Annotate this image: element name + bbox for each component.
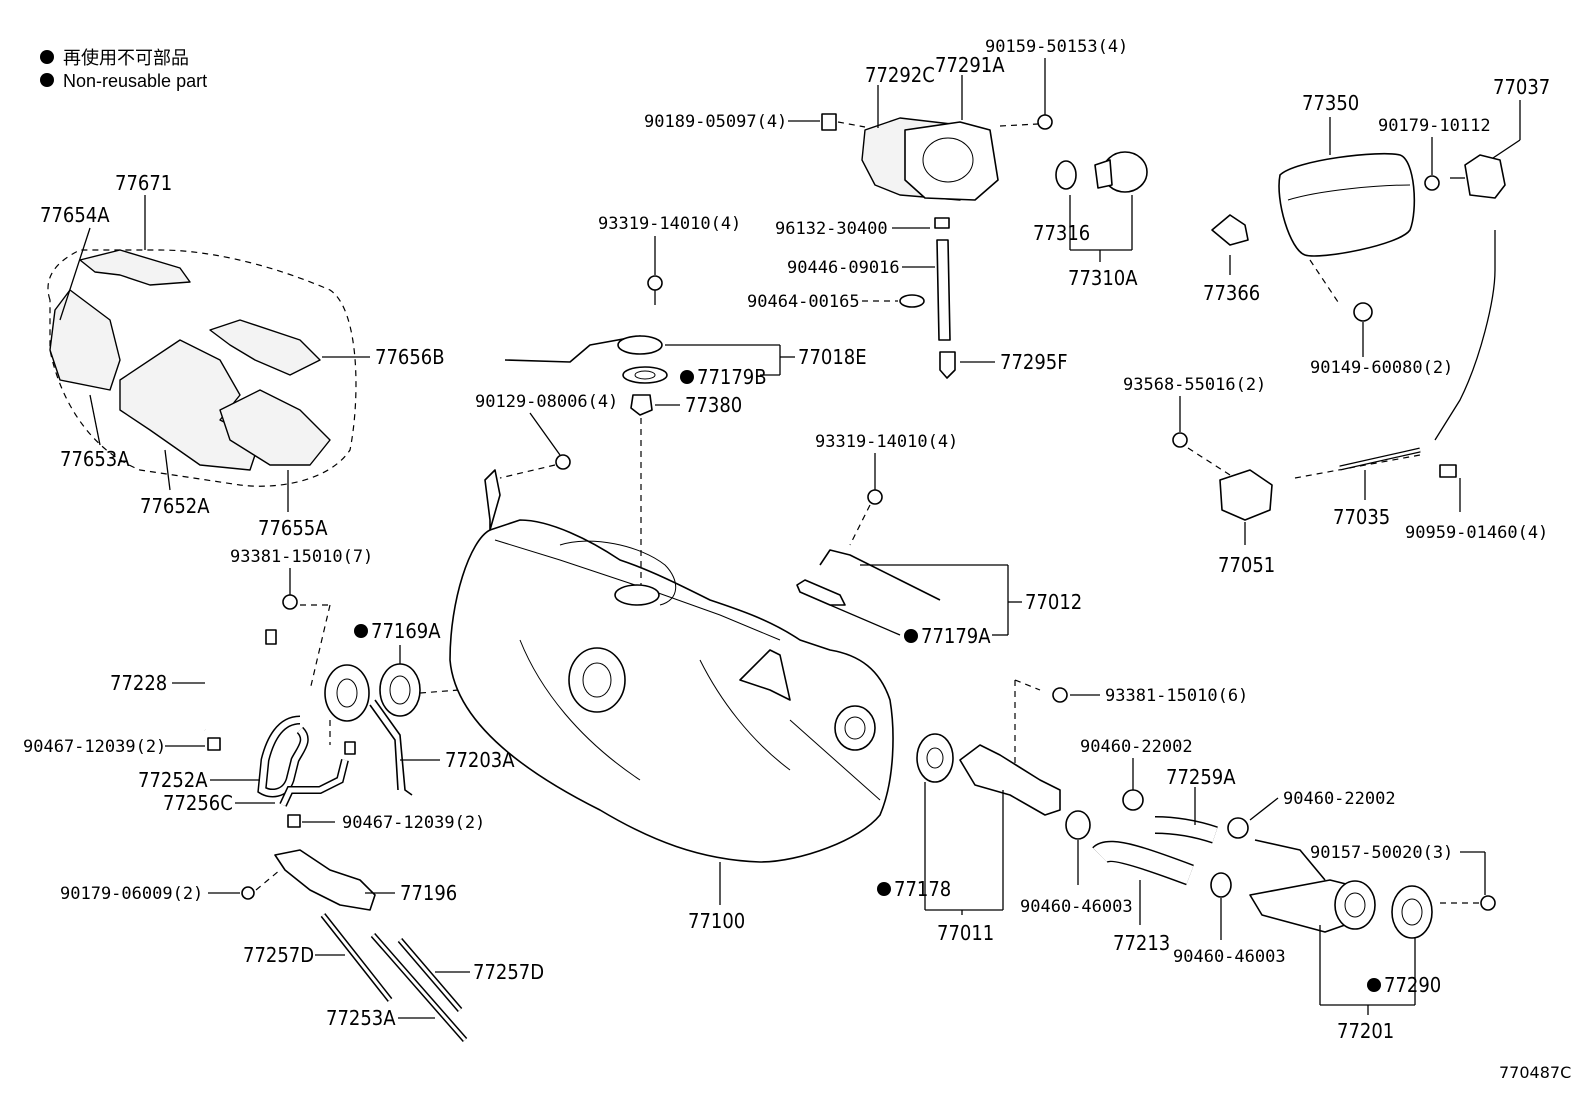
label-90157-50020: 90157-50020(3) [1310,843,1453,863]
label-77292C: 77292C [865,63,935,87]
label-77350: 77350 [1302,91,1359,115]
diagram-code: 770487C [1499,1063,1571,1082]
label-90179-10112: 90179-10112 [1378,116,1491,136]
label-90467-12039-a: 90467-12039(2) [23,737,166,757]
label-77169A: 77169A [371,619,441,643]
label-77051: 77051 [1218,553,1275,577]
label-77380: 77380 [685,393,742,417]
bullet-icon [904,629,918,643]
filler-housing-group: 90189-05097(4) 77292C 77291A 90159-50153… [644,37,1128,379]
label-77203A: 77203A [445,748,515,772]
bullet-icon [877,882,891,896]
label-77035: 77035 [1333,505,1390,529]
label-77655A: 77655A [258,516,328,540]
label-77295F: 77295F [1000,350,1068,374]
bullet-icon [354,624,368,638]
label-77037: 77037 [1493,75,1550,99]
label-77011: 77011 [937,921,994,945]
left-parts-group: 93381-15010(7) 77169A 77203A 77228 90467… [23,547,591,1042]
non-reusable-bullet-icon [40,73,54,87]
label-90959-01460: 90959-01460(4) [1405,523,1548,543]
label-77100: 77100 [688,909,745,933]
label-93319-14010-a: 93319-14010(4) [598,214,741,234]
label-77290: 77290 [1384,973,1441,997]
label-77310A: 77310A [1068,266,1138,290]
label-77291A: 77291A [935,53,1005,77]
filler-pipe-group: 93381-15010(6) 77178 77011 90460-46003 7… [877,679,1496,1043]
label-90159-50153: 90159-50153(4) [985,37,1128,57]
heat-insulator-group: 77671 77654A 77656B 77653A 77652A 77655A [40,171,445,540]
legend-japanese: 再使用不可部品 [63,48,189,68]
label-77653A: 77653A [60,447,130,471]
label-90467-12039-b: 90467-12039(2) [342,813,485,833]
label-77201: 77201 [1337,1019,1394,1043]
non-reusable-bullet-icon [40,50,54,64]
label-93568-55016: 93568-55016(2) [1123,375,1266,395]
label-77257D-a: 77257D [243,943,314,967]
fuel-tank: 77100 90129-08006(4) [449,392,894,933]
label-93381-15010-6: 93381-15010(6) [1105,686,1248,706]
label-77654A: 77654A [40,203,110,227]
legend: 再使用不可部品 Non-reusable part [40,48,207,91]
label-77656B: 77656B [375,345,445,369]
label-77179A: 77179A [921,624,991,648]
label-77253A: 77253A [326,1006,396,1030]
filler-door-group: 77350 90149-60080(2) 90179-10112 77037 7… [1123,75,1550,577]
label-90189-05097: 90189-05097(4) [644,112,787,132]
label-90460-22002-b: 90460-22002 [1283,789,1396,809]
label-77316: 77316 [1033,221,1090,245]
label-90446-09016: 90446-09016 [787,258,900,278]
bullet-icon [680,370,694,384]
label-77196: 77196 [400,881,457,905]
fuel-cap-group: 77316 77310A [1033,151,1148,290]
label-77179B: 77179B [697,365,767,389]
label-77259A: 77259A [1166,765,1236,789]
label-77012: 77012 [1025,590,1082,614]
bullet-icon [1367,978,1381,992]
label-90464-00165: 90464-00165 [747,292,860,312]
label-77256C: 77256C [163,791,233,815]
label-77652A: 77652A [140,494,210,518]
label-77018E: 77018E [798,345,867,369]
label-77252A: 77252A [138,768,208,792]
label-90129-08006: 90129-08006(4) [475,392,618,412]
label-90460-46003-b: 90460-46003 [1173,947,1286,967]
label-90149-60080: 90149-60080(2) [1310,358,1453,378]
label-77671: 77671 [115,171,172,195]
label-96132-30400: 96132-30400 [775,219,888,239]
label-93381-15010-7: 93381-15010(7) [230,547,373,567]
label-77257D-b: 77257D [473,960,544,984]
legend-english: Non-reusable part [63,71,207,91]
label-93319-14010-b: 93319-14010(4) [815,432,958,452]
label-90460-22002-a: 90460-22002 [1080,737,1193,757]
label-90460-46003-a: 90460-46003 [1020,897,1133,917]
label-77228: 77228 [110,671,167,695]
label-77213: 77213 [1113,931,1170,955]
label-77178: 77178 [894,877,951,901]
label-77366: 77366 [1203,281,1260,305]
label-90179-06009: 90179-06009(2) [60,884,203,904]
fuel-sender-group: 93319-14010(4) 77018E 77179B 77380 93319… [504,214,1082,648]
